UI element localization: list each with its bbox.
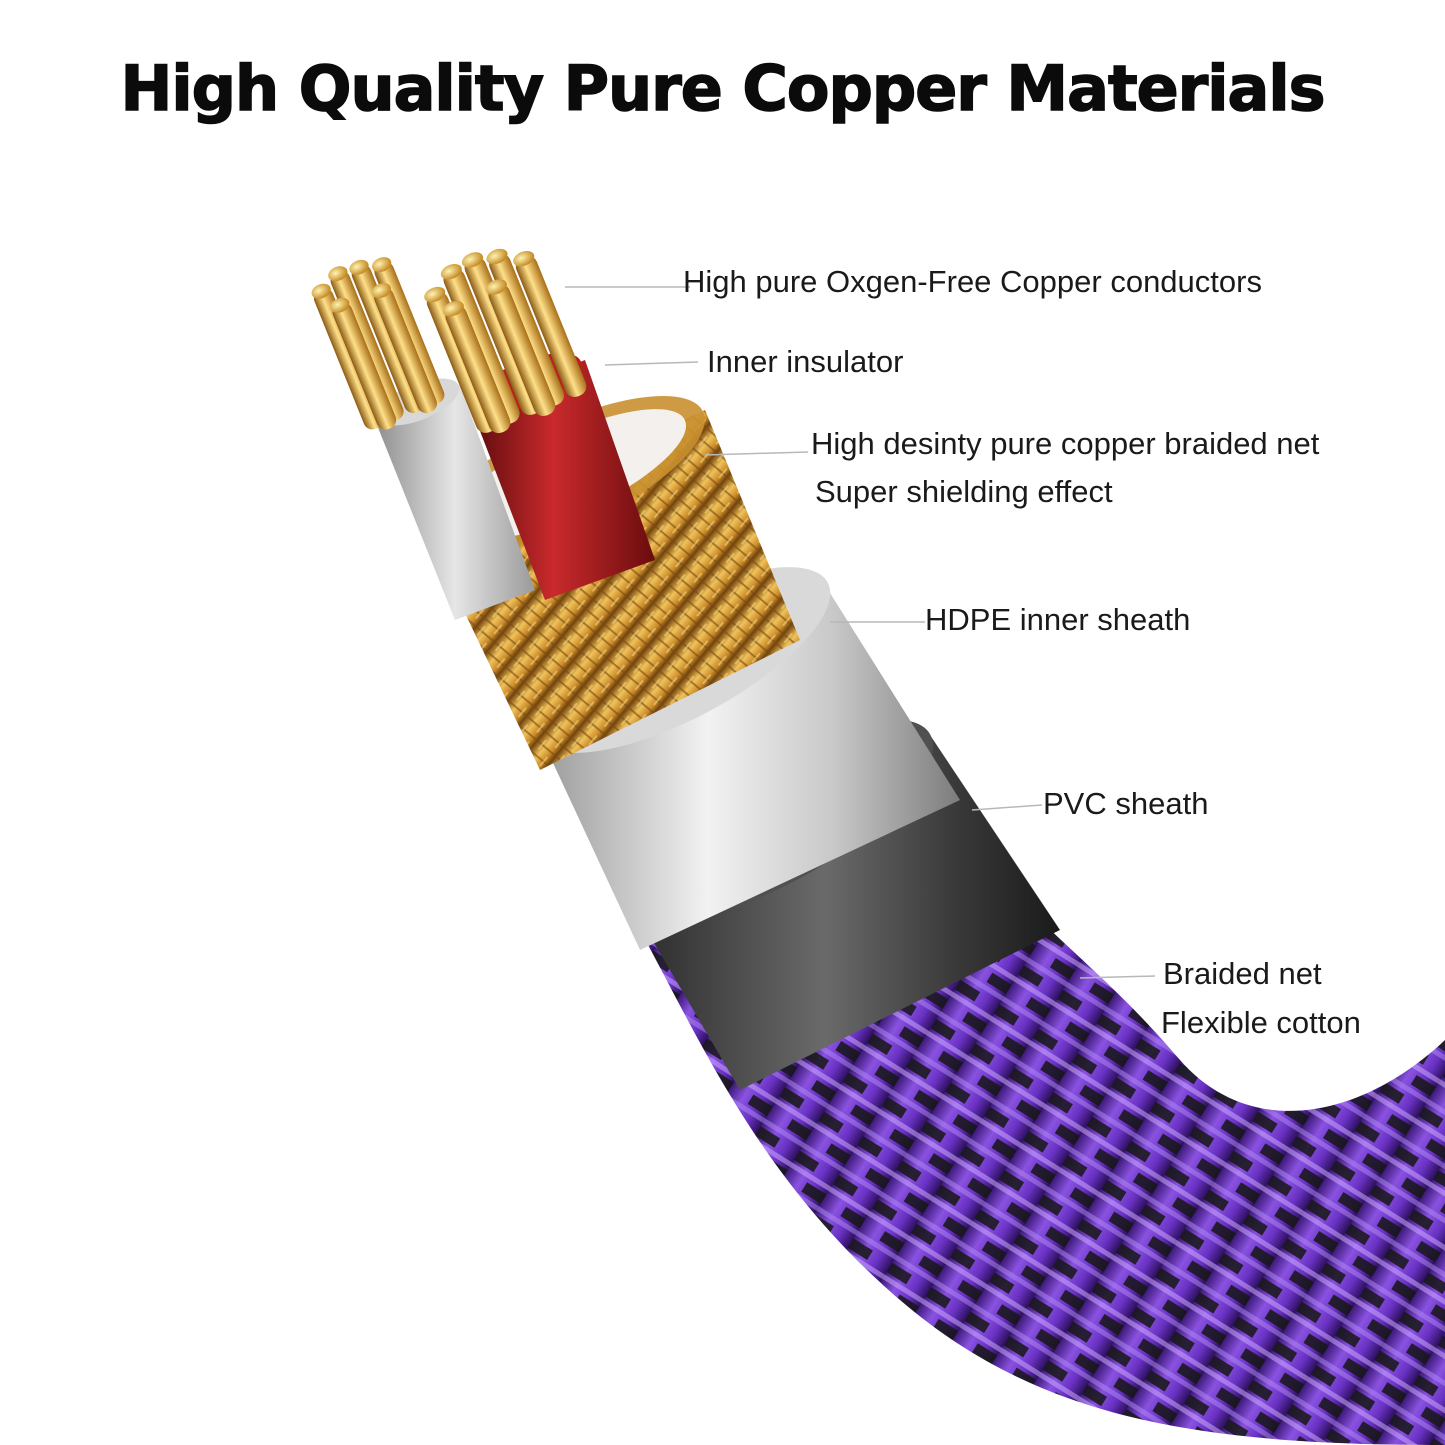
copper-conductor-strands-left	[311, 257, 445, 430]
label-copper-braid-line1: High desinty pure copper braided net	[811, 426, 1320, 461]
outer-braided-cable	[640, 910, 1445, 1445]
label-conductors: High pure Oxgen-Free Copper conductors	[683, 264, 1262, 299]
copper-conductor-strands-right	[424, 248, 587, 434]
page-title: High Quality Pure Copper Materials	[120, 51, 1326, 126]
label-pvc-sheath: PVC sheath	[1043, 786, 1209, 821]
label-copper-braid-line2: Super shielding effect	[815, 474, 1113, 509]
leader-line-pvc	[971, 804, 1043, 811]
label-outer-braid-line2: Flexible cotton	[1161, 1005, 1361, 1040]
label-inner-insulator: Inner insulator	[707, 344, 904, 379]
leader-lines	[565, 286, 1156, 979]
label-hdpe-sheath: HDPE inner sheath	[925, 602, 1191, 637]
label-outer-braid-line1: Braided net	[1163, 956, 1322, 991]
leader-line-outer-braid	[1079, 975, 1156, 979]
leader-line-inner-insulator	[604, 361, 699, 366]
leader-line-copper-braid	[704, 451, 809, 456]
